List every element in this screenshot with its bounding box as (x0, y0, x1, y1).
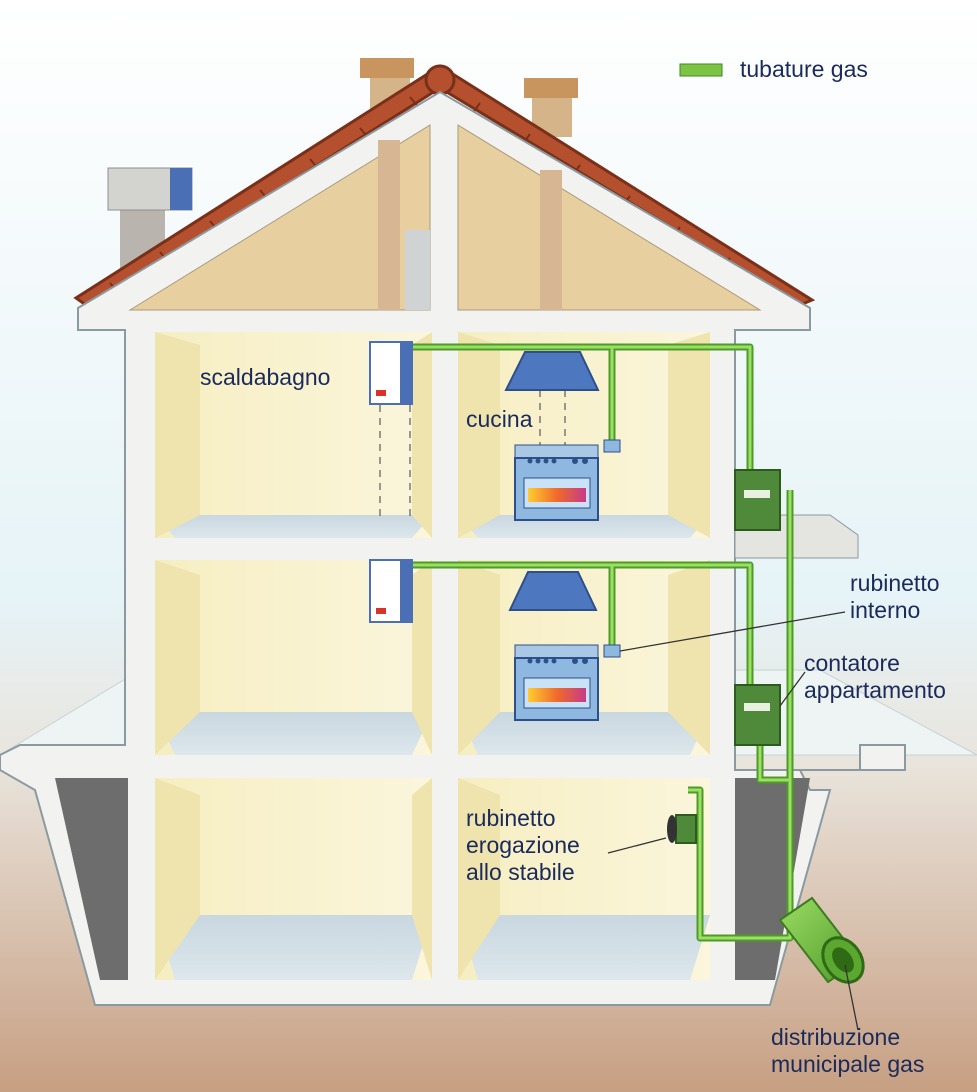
water-heater-upper (369, 341, 413, 405)
label-rubinetto-interno: rubinetto interno (850, 570, 940, 624)
municipal-gas-pipe (778, 896, 865, 984)
stove-upper (514, 444, 599, 521)
water-heater-middle (369, 559, 413, 623)
label-line: appartamento (804, 677, 946, 703)
gas-meter-upper (734, 469, 781, 531)
label-line: municipale gas (771, 1051, 925, 1077)
room-upper-left (155, 332, 432, 538)
house-wall (0, 90, 906, 1006)
stove-middle (514, 644, 599, 721)
room-basement-right (458, 778, 710, 980)
label-line: interno (850, 597, 921, 623)
roof-ridge-cap (424, 64, 456, 96)
flue-dashes (379, 390, 566, 520)
label-contatore-appartamento: contatore appartamento (804, 650, 946, 704)
label-line: allo stabile (466, 859, 575, 885)
basement-earth-left (55, 778, 128, 980)
label-cucina: cucina (466, 406, 533, 432)
label-distribuzione: distribuzione municipale gas (771, 1024, 924, 1078)
building-supply-valve (667, 814, 697, 844)
label-line: contatore (804, 650, 900, 676)
range-hood-upper (504, 351, 600, 391)
attic-flue (378, 140, 400, 310)
label-line: erogazione (466, 832, 580, 858)
label-line: rubinetto (466, 805, 556, 831)
attic-flue-right (540, 170, 562, 310)
label-line: rubinetto (850, 570, 940, 596)
internal-valve-upper (603, 439, 621, 453)
room-basement-left (155, 778, 432, 980)
label-rubinetto-erogazione: rubinetto erogazione allo stabile (466, 805, 580, 886)
attic-right (457, 124, 762, 311)
label-line: distribuzione (771, 1024, 901, 1050)
legend-swatch (679, 63, 723, 77)
attic-left (128, 124, 431, 311)
leader-lines (607, 611, 859, 1031)
gas-meter-middle (734, 684, 781, 746)
legend-label: tubature gas (740, 56, 868, 82)
internal-valve-middle (603, 644, 621, 658)
attic-partition (405, 230, 430, 310)
range-hood-middle (508, 571, 598, 611)
label-scaldabagno: scaldabagno (200, 364, 331, 390)
gas-pipes-highlight (410, 345, 792, 940)
